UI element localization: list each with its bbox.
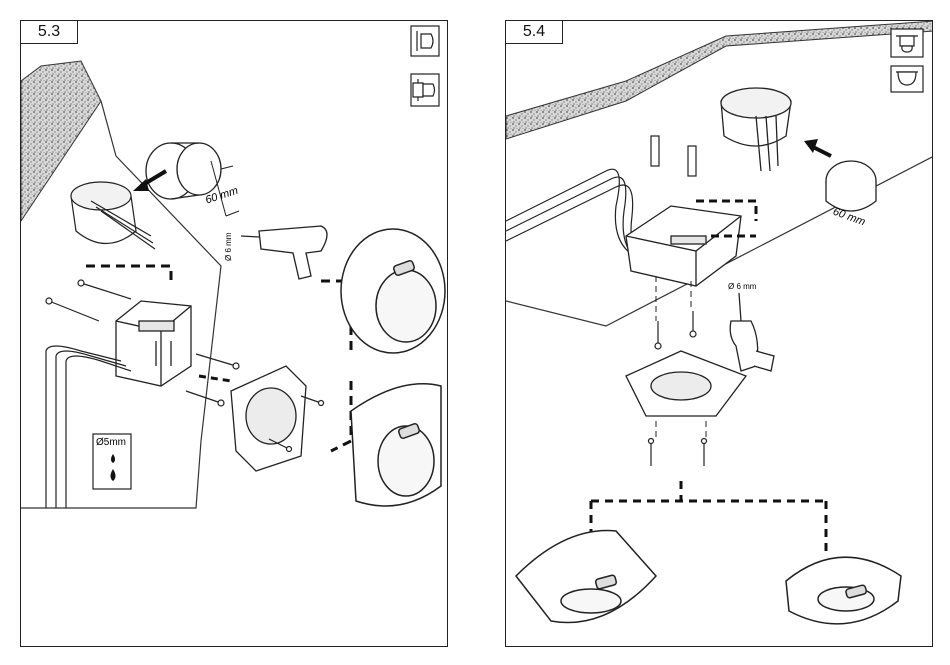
ceiling-flush-mount-icon bbox=[891, 29, 923, 57]
ceiling-round-cover bbox=[786, 557, 901, 624]
drill-tool bbox=[241, 226, 327, 279]
flush-mount-icon bbox=[411, 74, 439, 106]
ceiling-mount-diagram: 60 mm bbox=[506, 21, 933, 647]
step-panel-wall: Ø 6 mm 60 mm bbox=[20, 20, 448, 647]
wall-mount-diagram: Ø 6 mm 60 mm bbox=[21, 21, 448, 647]
flush-box-top bbox=[146, 143, 221, 199]
ceiling-base bbox=[626, 206, 741, 286]
step-number-tab: 5.3 bbox=[20, 20, 78, 44]
ceiling-square-cover bbox=[516, 531, 656, 623]
ceiling-drill-label: Ø 6 mm bbox=[728, 282, 757, 291]
ceiling-surface-mount-icon bbox=[891, 66, 923, 92]
mounting-base bbox=[116, 301, 191, 386]
flush-box-in-wall bbox=[71, 182, 155, 249]
ceiling-drill-tool bbox=[730, 293, 774, 371]
ceiling-concrete-edge bbox=[506, 21, 933, 139]
ceiling-anchors bbox=[651, 136, 696, 176]
hole-size-label: Ø5mm bbox=[96, 437, 126, 448]
guide-dashed-2 bbox=[199, 376, 231, 381]
wall-mount-icon bbox=[411, 26, 439, 56]
square-cover bbox=[351, 384, 441, 506]
ceiling-box-removed bbox=[826, 161, 876, 211]
ceiling-flush-box bbox=[721, 88, 791, 171]
step-number-tab: 5.4 bbox=[505, 20, 563, 44]
mounting-frame bbox=[231, 366, 306, 471]
step-panel-ceiling: 60 mm bbox=[505, 20, 933, 647]
ceiling-mounting-plate bbox=[626, 351, 746, 416]
drill-size-label: Ø 6 mm bbox=[224, 232, 233, 261]
round-cover bbox=[341, 229, 445, 353]
guide-dashed-1 bbox=[86, 266, 171, 286]
